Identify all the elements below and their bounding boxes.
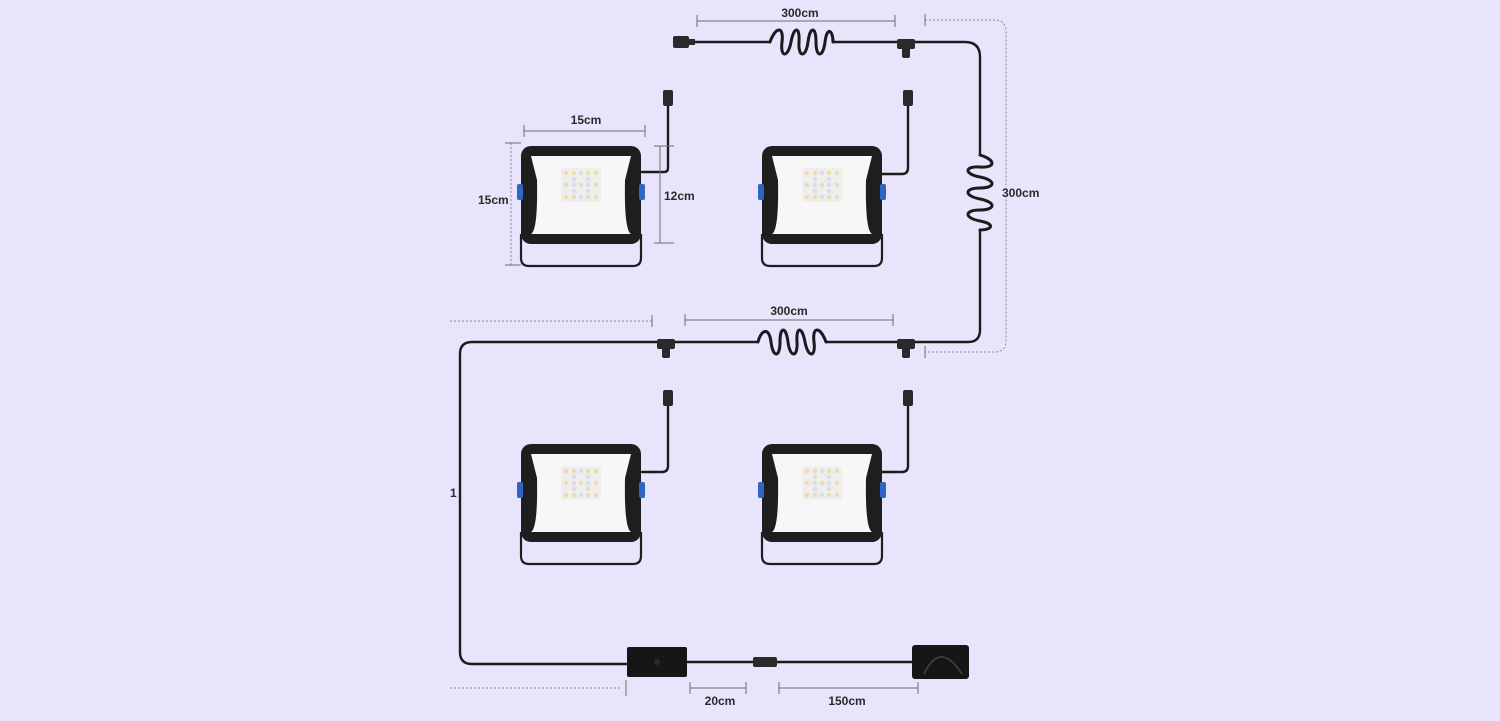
panel-height-dimension: 12cm bbox=[654, 145, 695, 244]
t-connector-icon bbox=[657, 339, 675, 358]
light-drop-cables bbox=[640, 96, 910, 474]
plug-cable-length-label: 150cm bbox=[828, 694, 865, 708]
t-connector-icon bbox=[897, 339, 915, 358]
adapter-cable-dimension: 20cm bbox=[689, 682, 747, 708]
middle-cable-length-label: 300cm bbox=[770, 304, 807, 318]
right-cable-dimension: 300cm bbox=[924, 14, 1039, 358]
wall-plug-icon bbox=[912, 645, 969, 679]
flood-light-icon bbox=[515, 442, 647, 566]
middle-cable-dimension: 300cm bbox=[684, 304, 894, 326]
right-cable-length-label: 300cm bbox=[1002, 186, 1039, 200]
inline-connector bbox=[753, 657, 777, 667]
cable-end-connector bbox=[673, 36, 695, 48]
light-width-label: 15cm bbox=[571, 113, 602, 127]
top-cable-dimension: 300cm bbox=[696, 6, 896, 27]
left-cable-dimension: 1 bbox=[450, 315, 653, 696]
light-width-dimension: 15cm bbox=[523, 113, 646, 137]
drop-end-plug bbox=[903, 90, 913, 106]
t-connector-icon bbox=[897, 39, 915, 58]
light-height-dimension: 15cm bbox=[478, 142, 521, 266]
plug-cable-dimension: 150cm bbox=[778, 682, 919, 708]
adapter-cable-length-label: 20cm bbox=[705, 694, 736, 708]
top-cable-length-label: 300cm bbox=[781, 6, 818, 20]
drop-end-plug bbox=[663, 90, 673, 106]
main-cable bbox=[458, 40, 982, 666]
drop-end-plug bbox=[903, 390, 913, 406]
flood-light-icon bbox=[756, 144, 888, 268]
flood-light-icon bbox=[756, 442, 888, 566]
top-cable-coil bbox=[768, 28, 835, 56]
power-adapter-icon bbox=[627, 647, 687, 677]
middle-cable-coil bbox=[756, 328, 828, 356]
panel-height-label: 12cm bbox=[664, 189, 695, 203]
light-height-label: 15cm bbox=[478, 193, 509, 207]
left-cable-length-label: 1 bbox=[450, 486, 457, 500]
flood-light-icon bbox=[515, 144, 647, 268]
drop-end-plug bbox=[663, 390, 673, 406]
right-cable-coil bbox=[966, 153, 994, 232]
